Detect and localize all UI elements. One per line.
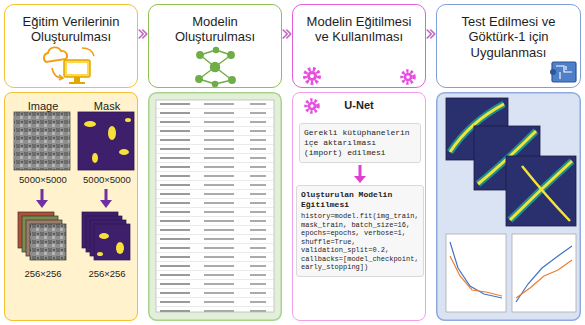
model-name: U-Net bbox=[293, 99, 425, 112]
satellite-image bbox=[14, 112, 70, 170]
code-box: Oluşturulan Modelin Eğitilmesi history=mo… bbox=[296, 185, 424, 277]
step-title: Test Edilmesi ve Göktürk-1 için Uygulanm… bbox=[443, 14, 574, 60]
step-header: Test Edilmesi ve Göktürk-1 için Uygulanm… bbox=[436, 4, 581, 88]
step-header: Eğitim Verilerinin Oluşturulması bbox=[4, 4, 138, 88]
model-panel bbox=[149, 93, 282, 321]
step-text: Gerekli kütüphanelerin içe aktarılması (… bbox=[304, 128, 416, 158]
data-panel: ImageMask5000×50005000×5000256×256256×25… bbox=[4, 92, 138, 321]
step-header: Modelin Eğitilmesi ve Kullanılması bbox=[292, 4, 426, 88]
loss-chart bbox=[446, 234, 506, 312]
step-text: Oluşturulan Modelin Eğitilmesi bbox=[301, 190, 419, 209]
size-label: 5000×5000 bbox=[67, 174, 147, 185]
prediction-map bbox=[506, 156, 576, 226]
flow-chevron bbox=[139, 30, 147, 38]
accuracy-chart bbox=[512, 234, 576, 312]
flow-chevron bbox=[283, 30, 291, 38]
image-label: Image bbox=[3, 100, 83, 113]
cloud-monitor-icon bbox=[44, 47, 94, 84]
code-text: history=model.fit(img_train, mask_train,… bbox=[301, 212, 419, 272]
step-header: Modelin Oluşturulması bbox=[148, 4, 282, 88]
blueprint-icon bbox=[550, 62, 576, 82]
import-step-box: Gerekli kütüphanelerin içe aktarılması (… bbox=[299, 123, 421, 163]
network-icon bbox=[196, 47, 235, 86]
size-label: 5000×5000 bbox=[3, 174, 83, 185]
image-tiles bbox=[18, 212, 66, 260]
mask-label: Mask bbox=[67, 100, 147, 113]
test-panel bbox=[437, 93, 581, 321]
gear-icon bbox=[306, 100, 318, 112]
gear-icon bbox=[305, 69, 319, 83]
gear-icon bbox=[402, 71, 414, 83]
step-title: Eğitim Verilerinin Oluşturulması bbox=[11, 14, 131, 45]
step-title: Modelin Eğitilmesi ve Kullanılması bbox=[299, 14, 419, 45]
flow-arrow bbox=[354, 165, 366, 183]
training-panel: U-NetGerekli kütüphanelerin içe aktarılm… bbox=[292, 92, 426, 321]
tile-size-label: 256×256 bbox=[67, 268, 147, 279]
step-title: Modelin Oluşturulması bbox=[155, 14, 275, 45]
mask-image bbox=[78, 112, 134, 170]
model-summary-table bbox=[156, 100, 274, 312]
panel-ground bbox=[4, 92, 138, 321]
mask-tiles bbox=[82, 212, 130, 260]
down-arrow bbox=[36, 189, 112, 208]
flow-chevron bbox=[427, 30, 435, 38]
tile-size-label: 256×256 bbox=[3, 268, 83, 279]
